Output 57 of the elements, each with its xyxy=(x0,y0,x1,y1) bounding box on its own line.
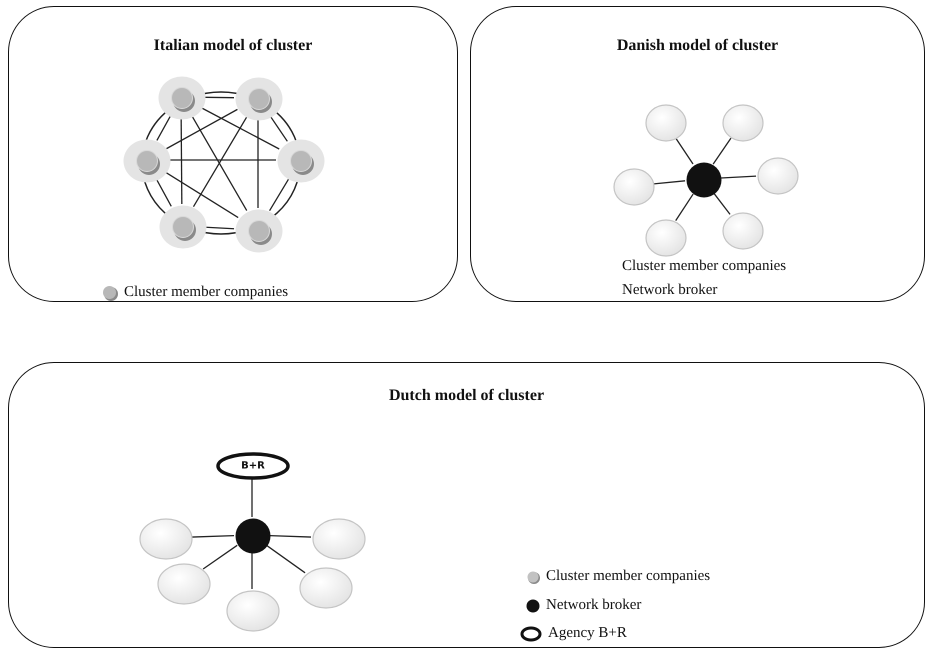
member-company-circle xyxy=(757,157,799,195)
member-company-circle xyxy=(139,518,193,560)
legend-text: Cluster member companies xyxy=(622,258,786,275)
panel-title: Dutch model of cluster xyxy=(388,387,544,405)
panel-title: Italian model of cluster xyxy=(154,37,312,55)
connector-line xyxy=(170,159,276,161)
connector-line xyxy=(156,116,171,141)
connector-line xyxy=(713,192,731,215)
connector-line xyxy=(205,96,234,98)
connector-line xyxy=(270,116,288,142)
member-company-circle xyxy=(123,139,171,183)
member-company-circle xyxy=(645,104,687,142)
connector-line xyxy=(266,544,306,574)
broker-circle xyxy=(235,518,271,554)
connector-line xyxy=(156,179,172,207)
connector-line xyxy=(206,226,234,230)
connector-line xyxy=(180,119,182,204)
broker-circle xyxy=(686,162,722,198)
member-company-circle xyxy=(157,563,211,605)
panel-title: Danish model of cluster xyxy=(616,37,778,55)
member-company-circle xyxy=(613,168,655,206)
connector-line xyxy=(675,138,694,164)
connector-line xyxy=(654,180,686,185)
member-company-circle xyxy=(277,139,325,183)
connector-line xyxy=(675,194,694,222)
model-panel xyxy=(8,6,458,302)
model-panel xyxy=(470,6,925,302)
legend-text: Network broker xyxy=(546,597,642,614)
legend-text: Cluster member companies xyxy=(124,284,288,301)
connector-line xyxy=(270,534,312,538)
member-company-circle xyxy=(312,518,366,560)
connector-line xyxy=(165,172,239,218)
legend-text: Cluster member companies xyxy=(546,568,710,585)
legend-text: Network broker xyxy=(622,282,718,299)
connector-line xyxy=(192,534,234,538)
member-company-circle xyxy=(159,205,207,249)
member-company-circle xyxy=(299,567,353,609)
member-company-circle xyxy=(722,212,764,250)
connector-line xyxy=(720,175,756,179)
member-company-circle xyxy=(645,219,687,257)
node-label: B+R xyxy=(241,460,265,472)
member-company-circle xyxy=(722,104,764,142)
connector-line xyxy=(251,553,253,589)
model-panel xyxy=(8,362,925,648)
connector-line xyxy=(269,178,289,212)
legend-text: Agency B+R xyxy=(548,625,627,642)
member-company-circle xyxy=(235,209,283,253)
connector-line xyxy=(712,138,732,165)
connector-line xyxy=(166,108,238,150)
member-company-circle xyxy=(158,76,206,120)
connector-line xyxy=(257,120,259,208)
connector-line xyxy=(251,479,253,517)
member-company-circle xyxy=(235,77,283,121)
agency-oval xyxy=(216,452,290,480)
connector-line xyxy=(201,107,280,150)
member-company-circle xyxy=(226,590,280,632)
connector-line xyxy=(202,544,238,570)
